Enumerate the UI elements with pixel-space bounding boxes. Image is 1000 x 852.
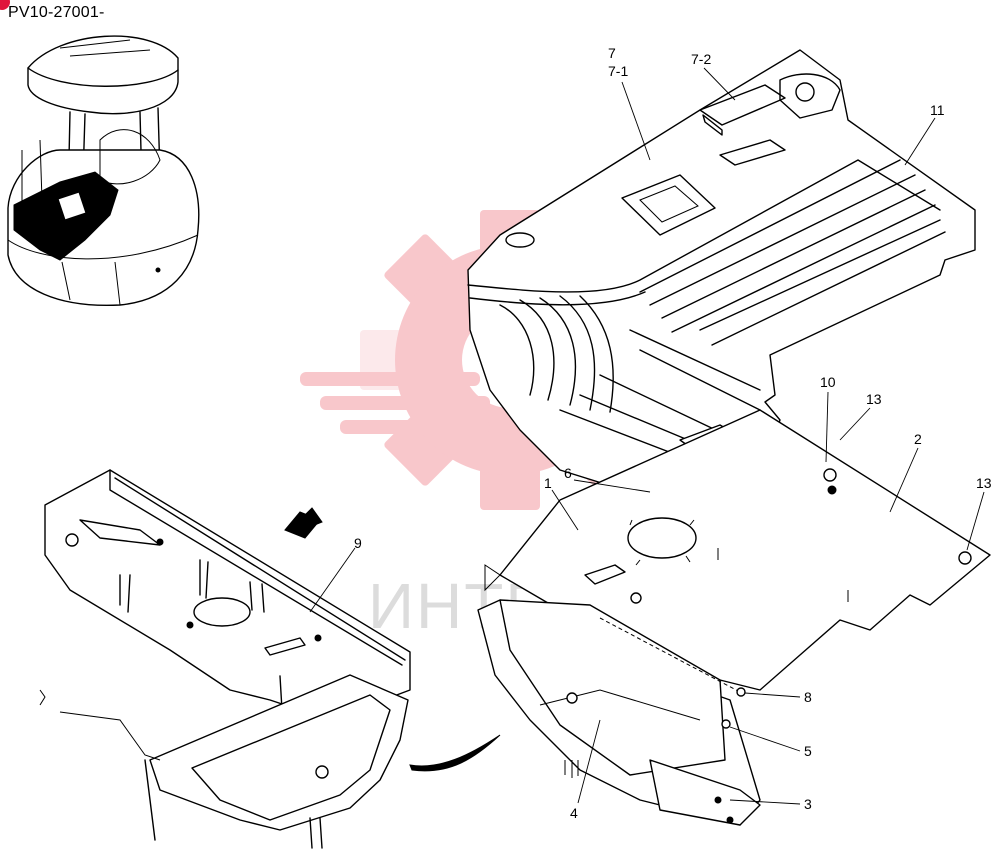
callout-5: 5: [804, 743, 812, 759]
machine-thumbnail: [7, 35, 200, 307]
callout-6: 6: [564, 465, 572, 481]
callout-10: 10: [820, 374, 836, 390]
callout-3: 3: [804, 796, 812, 812]
callouts: 7 7-1 7-2 11 10 13 2 13 6 1 9 8 5 3 4: [354, 45, 992, 821]
callout-13-upper: 13: [866, 391, 882, 407]
corner-marker: [0, 0, 10, 10]
frame-left: [44, 469, 411, 721]
callout-2: 2: [914, 431, 922, 447]
transition-arrow: [409, 734, 501, 772]
callout-11: 11: [930, 102, 945, 118]
callout-7-2: 7-2: [691, 51, 711, 67]
callout-4: 4: [570, 805, 578, 821]
under-pan-left: [39, 674, 409, 849]
callout-8: 8: [804, 689, 812, 705]
callout-7-1: 7-1: [608, 63, 628, 79]
callout-13-right: 13: [976, 475, 992, 491]
callout-7: 7: [608, 45, 616, 61]
model-code: PV10-27001-: [8, 4, 105, 21]
callout-1: 1: [544, 475, 552, 491]
under-pan-right: [477, 599, 761, 826]
leader-lines: [309, 67, 985, 805]
callout-9: 9: [354, 535, 362, 551]
